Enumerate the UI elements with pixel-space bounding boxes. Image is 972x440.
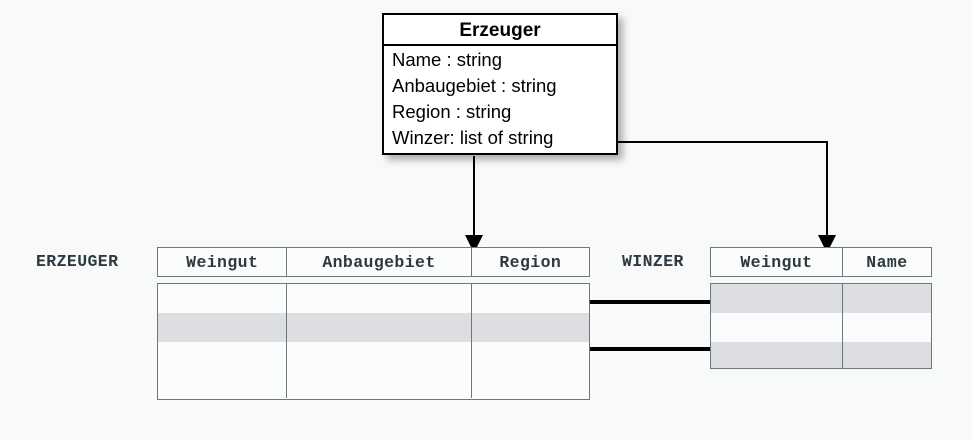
relation-header-winzer: Weingut Name xyxy=(710,247,932,277)
table-cell xyxy=(472,284,589,313)
table-row[interactable] xyxy=(158,284,589,313)
uml-attribute-anbaugebiet: Anbaugebiet : string xyxy=(392,75,557,96)
table-cell xyxy=(711,313,843,342)
column-header-region: Region xyxy=(499,252,562,272)
table-cell xyxy=(843,284,931,313)
column-header-name: Name xyxy=(866,252,908,272)
table-cell xyxy=(472,313,589,342)
mapping-arrow-to-winzer xyxy=(605,141,836,253)
relation-header-erzeuger: Weingut Anbaugebiet Region xyxy=(157,247,590,277)
uml-attribute-winzer: Winzer: list of string xyxy=(392,127,554,148)
relation-name-erzeuger: ERZEUGER xyxy=(36,252,119,271)
table-cell xyxy=(843,342,931,368)
relation-body-winzer xyxy=(710,283,932,369)
uml-attribute-region: Region : string xyxy=(392,101,512,122)
uml-class-name: Erzeuger xyxy=(384,15,616,46)
table-cell xyxy=(472,342,589,371)
table-cell xyxy=(287,342,472,371)
uml-attribute-name: Name : string xyxy=(392,49,503,70)
table-cell xyxy=(711,342,843,368)
column-header-anbaugebiet: Anbaugebiet xyxy=(287,248,472,276)
column-header-weingut: Weingut xyxy=(711,248,843,276)
table-row[interactable] xyxy=(158,342,589,371)
column-header-weingut: Weingut xyxy=(158,248,288,276)
table-cell xyxy=(287,371,472,398)
table-cell xyxy=(843,313,931,342)
table-cell xyxy=(472,371,589,398)
table-cell xyxy=(158,313,288,342)
uml-class-box[interactable]: Erzeuger Name : string Anbaugebiet : str… xyxy=(382,13,618,155)
table-row[interactable] xyxy=(158,371,589,398)
table-cell xyxy=(711,284,843,313)
table-row[interactable] xyxy=(158,313,589,342)
table-cell xyxy=(158,371,288,398)
table-row[interactable] xyxy=(711,313,931,342)
relation-body-erzeuger xyxy=(157,283,590,400)
table-cell xyxy=(158,342,288,371)
table-cell xyxy=(287,313,472,342)
table-row[interactable] xyxy=(711,284,931,313)
table-row[interactable] xyxy=(711,342,931,368)
table-cell xyxy=(287,284,472,313)
table-cell xyxy=(158,284,288,313)
relation-name-winzer: WINZER xyxy=(622,252,684,271)
uml-attribute-list: Name : string Anbaugebiet : string Regio… xyxy=(384,46,616,151)
